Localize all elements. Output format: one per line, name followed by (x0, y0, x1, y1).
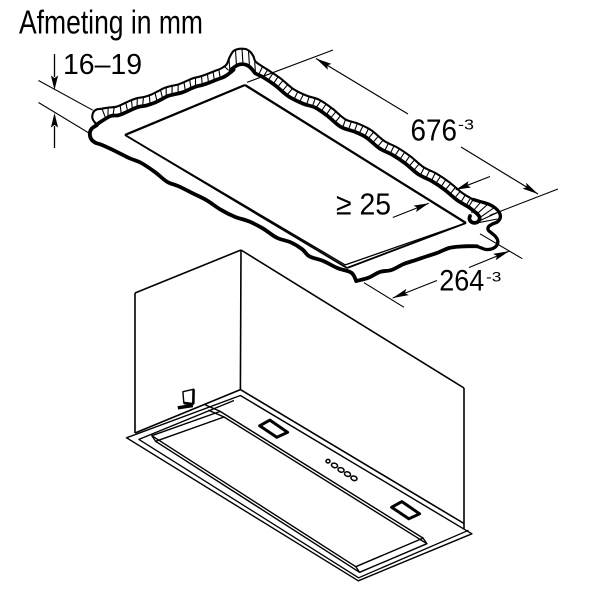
svg-text:≥ 25: ≥ 25 (336, 187, 391, 222)
svg-text:264: 264 (439, 265, 484, 298)
svg-text:16–19: 16–19 (63, 49, 142, 81)
svg-text:-3: -3 (458, 117, 474, 134)
svg-text:-3: -3 (486, 269, 502, 285)
svg-text:676: 676 (411, 113, 458, 148)
svg-text:Afmeting in mm: Afmeting in mm (19, 4, 203, 41)
